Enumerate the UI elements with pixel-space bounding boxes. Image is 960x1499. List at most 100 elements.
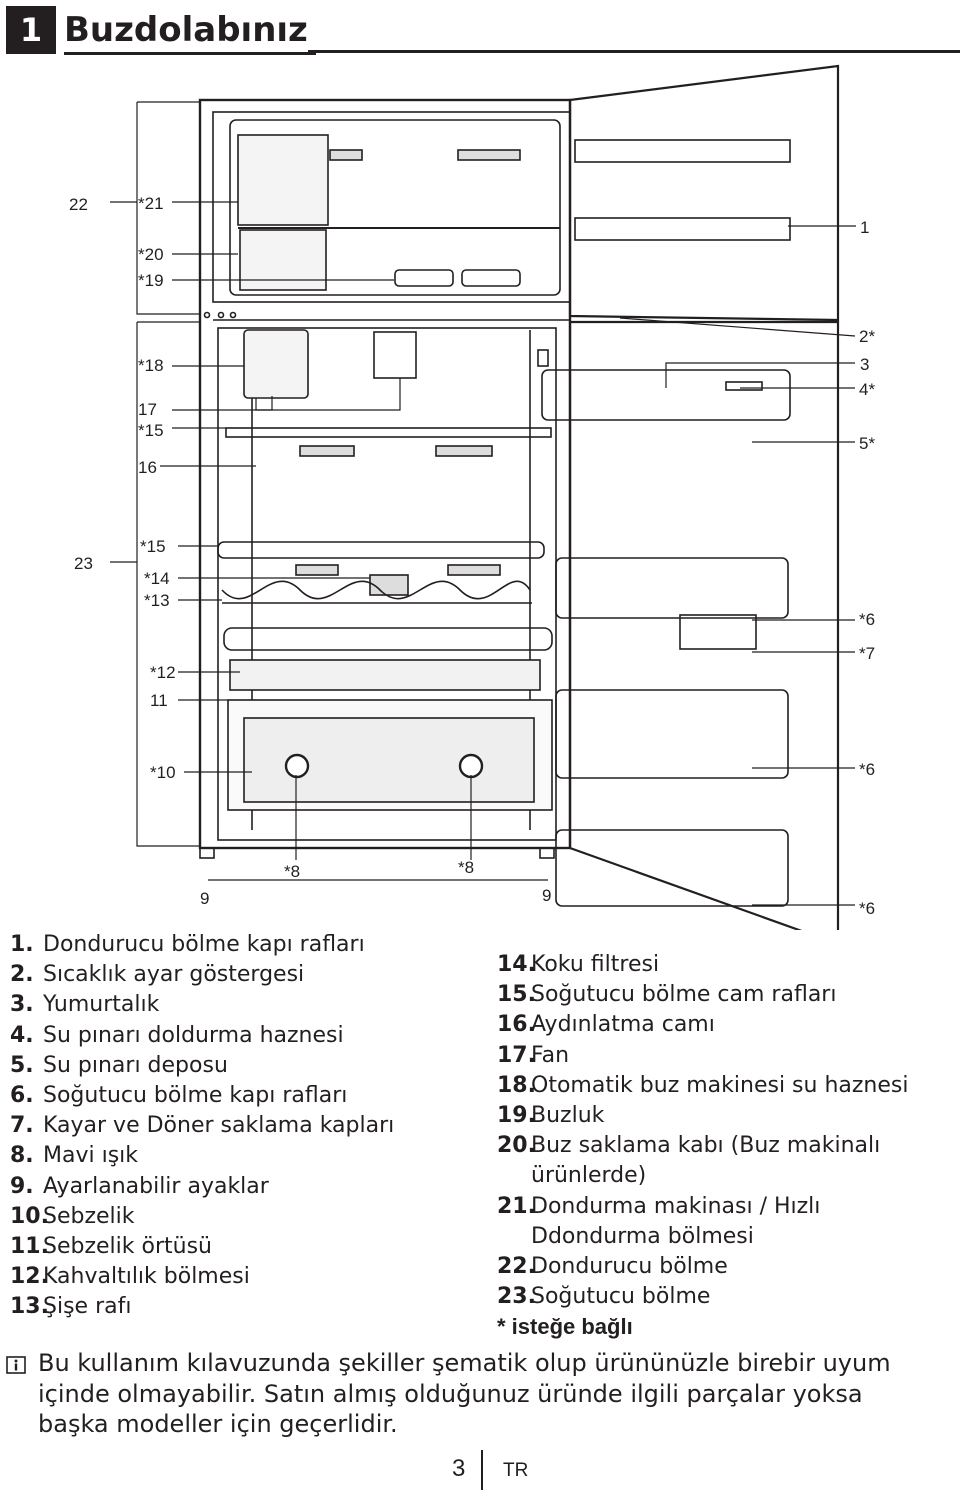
ice-maker (237, 134, 329, 226)
freezer-door-shelf-2 (574, 217, 791, 241)
freezer-vent-1 (329, 149, 363, 161)
list-item: 18.Otomatik buz makinesi su haznesi (497, 1072, 909, 1098)
list-item: 2.Sıcaklık ayar göstergesi (10, 962, 305, 988)
bottle-shelf (221, 580, 531, 600)
label-17: 17 (138, 400, 157, 419)
label-5: 5* (859, 434, 875, 453)
list-item: 7.Kayar ve Döner saklama kapları (10, 1113, 395, 1139)
list-item: 20.Buz saklama kabı (Buz makinalı ürünle… (497, 1133, 881, 1189)
label-8b: *8 (458, 858, 474, 877)
freezer-vent-2 (457, 149, 521, 161)
light-vent-2 (369, 574, 409, 596)
foot-left (199, 847, 215, 859)
page-number: 3 (452, 1455, 466, 1482)
label-15b: *15 (140, 537, 166, 556)
ice-tray-1 (394, 269, 454, 287)
light-vent-3 (447, 564, 501, 576)
label-9a: 9 (200, 889, 209, 908)
fridge-door (568, 320, 840, 930)
glass-shelf-2 (217, 541, 545, 559)
list-item: 19.Buzluk (497, 1103, 605, 1129)
freezer-door-shelf-1 (574, 139, 791, 163)
list-item: 5.Su pınarı deposu (10, 1052, 228, 1078)
crisper-cover (223, 627, 553, 651)
indicator-dot (217, 311, 225, 319)
ice-tray-2 (461, 269, 521, 287)
list-item: 21.Dondurma makinası / Hızlı Ddondurma b… (497, 1193, 821, 1249)
ice-box (239, 229, 327, 291)
list-item: 6.Soğutucu bölme kapı rafları (10, 1083, 348, 1109)
bracket-freezer (136, 101, 200, 315)
label-8a: *8 (284, 862, 300, 881)
label-7: *7 (859, 644, 875, 663)
list-item: 15.Soğutucu bölme cam rafları (497, 982, 837, 1008)
blue-light-2 (458, 753, 484, 779)
label-2: 2* (859, 327, 875, 346)
label-6b: *6 (859, 760, 875, 779)
water-fill-cap (725, 381, 763, 391)
label-22: 22 (69, 195, 88, 214)
fan-vent-1 (299, 445, 355, 457)
list-item: 4.Su pınarı doldurma haznesi (10, 1022, 344, 1048)
label-14: *14 (144, 569, 170, 588)
list-item: 11.Sebzelik örtüsü (10, 1234, 212, 1260)
indicator-dot (203, 311, 211, 319)
list-item: 17.Fan (497, 1042, 570, 1068)
breakfast-drawer (229, 659, 541, 691)
water-tank (243, 329, 309, 399)
list-item: 13.Şişe rafı (10, 1294, 132, 1320)
label-13: *13 (144, 591, 170, 610)
door-shelf-3 (555, 829, 789, 907)
list-item: 10.Sebzelik (10, 1203, 135, 1229)
chapter-header: 1 Buzdolabınız (6, 6, 960, 55)
sliding-container (679, 614, 757, 650)
blue-light-1 (284, 753, 310, 779)
door-shelf-2 (555, 689, 789, 779)
chapter-number: 1 (6, 6, 56, 54)
label-10: *10 (150, 763, 176, 782)
label-19: *19 (138, 271, 164, 290)
label-12: *12 (150, 663, 176, 682)
temperature-indicator (537, 349, 549, 367)
indicator-dot (229, 311, 237, 319)
list-item: 14.Koku filtresi (497, 952, 660, 977)
glass-shelf-1 (225, 427, 552, 438)
light-vent-1 (295, 564, 339, 576)
label-18: *18 (138, 356, 164, 375)
note-text: Bu kullanım kılavuzunda şekiller şematik… (38, 1349, 891, 1438)
header-rule (308, 50, 960, 53)
parts-list-left: 1.Dondurucu bölme kapı rafları 2.Sıcaklı… (10, 930, 480, 1323)
label-3: 3 (860, 355, 869, 374)
label-1: 1 (860, 218, 869, 237)
label-15a: *15 (138, 421, 164, 440)
odor-filter (373, 331, 417, 379)
bracket-fridge (136, 321, 200, 847)
list-item: 22.Dondurucu bölme (497, 1254, 728, 1280)
list-item: 1.Dondurucu bölme kapı rafları (10, 932, 365, 957)
label-6c: *6 (859, 899, 875, 918)
right-leaders (619, 225, 856, 906)
label-16: 16 (138, 458, 157, 477)
list-item: 12.Kahvaltılık bölmesi (10, 1264, 250, 1290)
label-20: *20 (138, 245, 164, 264)
left-leaders (160, 201, 548, 881)
refrigerator-diagram: 22 *21 *20 *19 *18 17 *15 16 23 *15 *14 … (69, 64, 875, 930)
list-item: 8.Mavi ışık (10, 1143, 139, 1169)
fan-vent-2 (435, 445, 493, 457)
freezer-door (568, 64, 840, 322)
label-23: 23 (74, 554, 93, 573)
freezer-inner (229, 119, 561, 296)
info-icon (6, 1356, 26, 1374)
label-11: 11 (150, 691, 168, 710)
page-separator (481, 1450, 483, 1490)
chapter-title: Buzdolabınız (64, 8, 316, 55)
parts-list-right: 14.Koku filtresi 15.Soğutucu bölme cam r… (497, 950, 957, 1312)
list-item: 3.Yumurtalık (10, 992, 160, 1018)
label-4: 4* (859, 380, 875, 399)
label-21: *21 (138, 194, 164, 213)
list-item: 16.Aydınlatma camı (497, 1012, 715, 1038)
label-9b: 9 (542, 886, 551, 905)
label-6a: *6 (859, 610, 875, 629)
list-item: 9.Ayarlanabilir ayaklar (10, 1173, 269, 1199)
foot-right (539, 847, 555, 859)
